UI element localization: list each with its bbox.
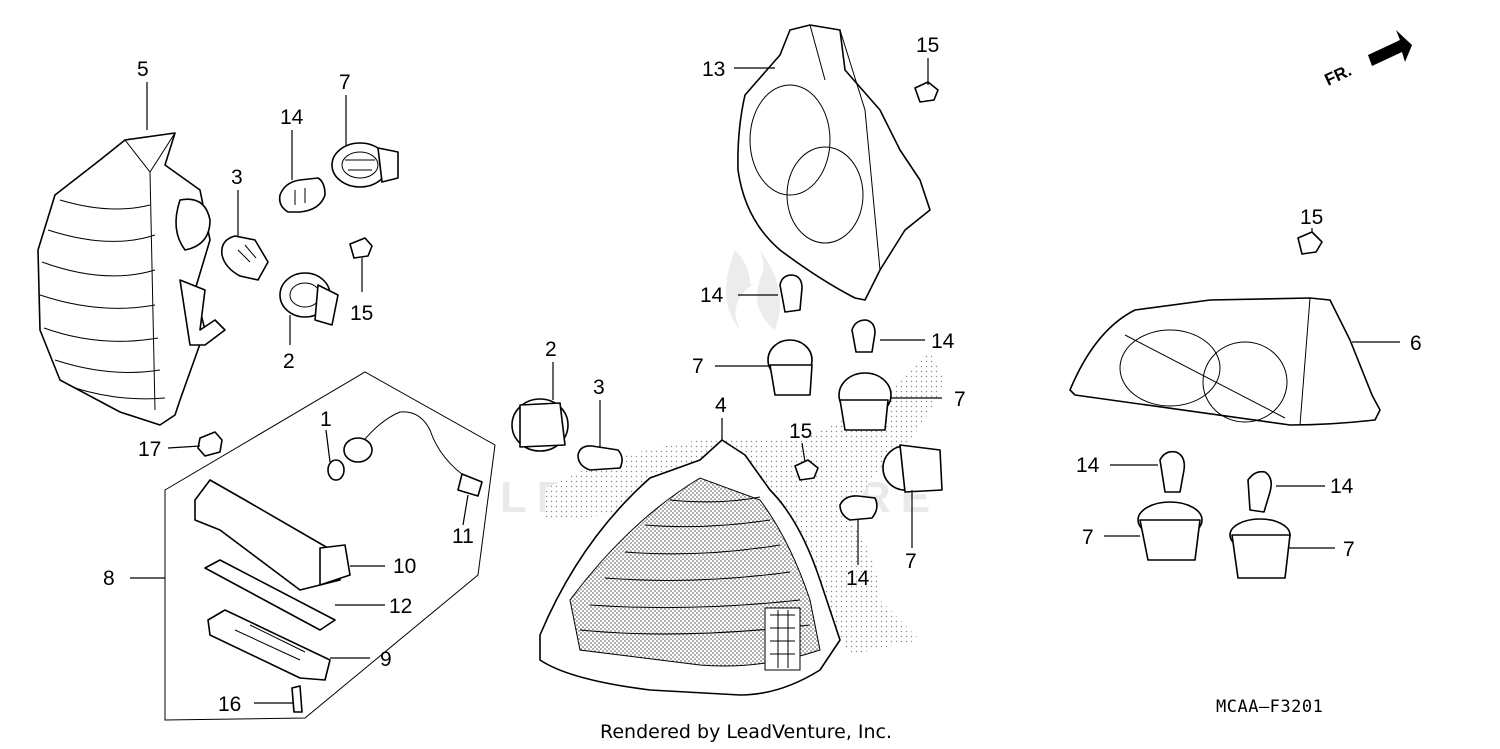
- clip-15-center: [794, 459, 819, 481]
- callout-16: 16: [218, 693, 241, 716]
- callout-9: 9: [380, 648, 392, 671]
- clip-15-left: [349, 237, 373, 259]
- callout-6: 6: [1410, 332, 1422, 355]
- callout-14: 14: [280, 106, 304, 129]
- render-credit: Rendered by LeadVenture, Inc.: [600, 721, 892, 743]
- callout-1: 1: [320, 408, 332, 431]
- callout-15-center: 15: [789, 420, 812, 443]
- socket-7-left: [331, 142, 399, 188]
- callout-15-top: 15: [916, 34, 939, 57]
- callout-2-center: 2: [545, 338, 557, 361]
- socket-7-center-c: [882, 444, 943, 493]
- bulb-14-left: [278, 177, 326, 213]
- socket-2-left: [279, 272, 339, 326]
- callout-17: 17: [138, 438, 161, 461]
- callout-15-right: 15: [1300, 206, 1323, 229]
- clip-15-right: [1297, 231, 1323, 255]
- callout-7-center-b: 7: [954, 388, 966, 411]
- callout-7-center-a: 7: [692, 355, 704, 378]
- callout-2: 2: [283, 350, 295, 373]
- callout-13: 13: [702, 58, 725, 81]
- socket-7-right-a: [1137, 501, 1203, 561]
- license-light-assembly: [164, 371, 496, 721]
- callout-4: 4: [715, 394, 727, 417]
- bulb-14-right-b: [1247, 470, 1272, 513]
- callout-7: 7: [339, 71, 351, 94]
- callout-7-right-b: 7: [1343, 538, 1355, 561]
- socket-7-center-a: [767, 339, 813, 396]
- leader-lines: [130, 58, 1400, 704]
- callout-5: 5: [137, 58, 149, 81]
- bulb-1: [327, 459, 345, 481]
- callout-7-center-c: 7: [905, 550, 917, 573]
- diagram-code: MCAA—F3201: [1216, 697, 1323, 717]
- callout-8: 8: [103, 567, 115, 590]
- callout-11: 11: [452, 525, 474, 548]
- callout-3-center: 3: [593, 376, 605, 399]
- bulb-14-right-a: [1159, 450, 1186, 493]
- socket-2-center: [511, 398, 569, 452]
- socket-7-right-b: [1229, 518, 1291, 579]
- callout-14-center-a: 14: [700, 284, 724, 307]
- bulb-14-center-a: [779, 274, 803, 313]
- clip-15-top: [914, 81, 939, 103]
- bulb-14-center-c: [839, 495, 878, 521]
- front-direction-arrow: FR.: [1322, 30, 1412, 90]
- tail-light-left: [37, 132, 226, 426]
- callout-7-right-a: 7: [1082, 526, 1094, 549]
- callout-14-right-a: 14: [1076, 454, 1100, 477]
- bulb-14-center-b: [851, 319, 876, 353]
- bulb-3-center: [577, 445, 623, 471]
- callout-12: 12: [389, 595, 412, 618]
- socket-7-center-b: [838, 372, 892, 431]
- callout-15: 15: [350, 302, 373, 325]
- callout-14-center-c: 14: [846, 567, 870, 590]
- callout-10: 10: [393, 555, 416, 578]
- nut-17: [197, 431, 223, 457]
- harness-11: [343, 411, 483, 497]
- callout-14-center-b: 14: [931, 330, 955, 353]
- bulb-3-left: [220, 235, 269, 281]
- callout-3: 3: [231, 166, 243, 189]
- front-direction-label: FR.: [1322, 61, 1355, 90]
- tail-light-main: [539, 439, 841, 696]
- tail-light-right: [1069, 297, 1381, 426]
- callout-labels: 5 7 14 3 15 2 17 1 11 8 10 12 9 16 13 15…: [103, 34, 1422, 716]
- callout-14-right-b: 14: [1330, 475, 1354, 498]
- tail-light-upper: [737, 24, 931, 301]
